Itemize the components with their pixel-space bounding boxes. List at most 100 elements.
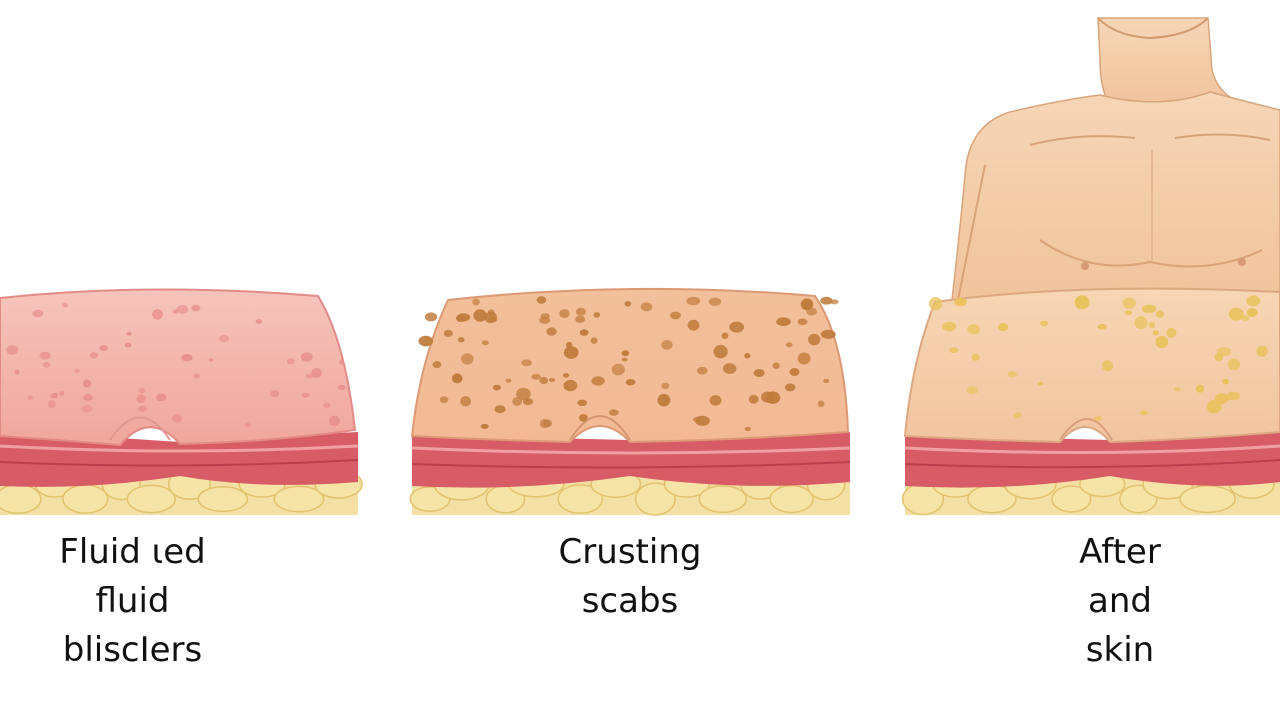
skin-lesion xyxy=(772,362,780,370)
dermis-stripe xyxy=(411,461,851,469)
skin-lesion xyxy=(954,297,967,307)
caption-line: skin xyxy=(1085,630,1155,670)
skin-lesion xyxy=(942,321,957,332)
skin-lesion xyxy=(480,423,489,429)
skin-lesion xyxy=(624,301,632,307)
skin-lesion xyxy=(709,395,722,406)
skin-panel-healed xyxy=(901,287,1280,516)
skin-lesion xyxy=(548,378,556,382)
skin-lesion xyxy=(661,340,673,350)
skin-lesion xyxy=(286,358,295,365)
skin-lesion xyxy=(776,317,791,327)
skin-lesion xyxy=(1195,384,1205,393)
fat-cell xyxy=(557,484,604,514)
skin-lesion xyxy=(192,373,200,379)
skin-lesion xyxy=(539,418,550,429)
skin-lesion xyxy=(270,390,280,397)
skin-lesion xyxy=(1214,353,1224,362)
skin-lesion xyxy=(1246,295,1261,307)
fat-cell xyxy=(126,484,176,514)
skin-lesion xyxy=(473,309,487,322)
skin-lesion xyxy=(820,329,836,339)
skin-lesion xyxy=(328,415,340,427)
skin-lesion xyxy=(1134,316,1148,329)
skin-lesion xyxy=(481,340,489,346)
skin-lesion xyxy=(451,373,463,384)
skin-lesion xyxy=(300,352,313,362)
caption-line: After xyxy=(1079,532,1161,572)
scab-lesions xyxy=(418,296,839,431)
skin-lesion xyxy=(820,296,833,305)
caption-line: Crusting xyxy=(558,532,702,572)
skin-lesion xyxy=(6,345,19,355)
skin-lesion xyxy=(14,369,20,375)
dermis-stripe xyxy=(904,444,1280,455)
skin-lesion xyxy=(1007,371,1017,378)
shoulders-chest xyxy=(951,91,1280,301)
skin-lesion xyxy=(608,409,619,416)
caption-line: scabs xyxy=(581,581,679,621)
skin-lesion xyxy=(1166,327,1177,338)
caption-line: and xyxy=(1088,581,1152,621)
dermis-layer xyxy=(905,430,1280,488)
skin-lesion xyxy=(971,353,980,361)
skin-lesion xyxy=(1256,345,1268,357)
skin-lesion xyxy=(47,400,57,409)
pectoral-line xyxy=(1039,239,1263,268)
skin-lesion xyxy=(531,373,541,380)
skin-lesion xyxy=(808,333,821,346)
skin-panel-blisters xyxy=(0,288,363,515)
skin-lesion xyxy=(729,321,745,333)
skin-lesion xyxy=(928,296,943,311)
skin-lesion xyxy=(621,350,630,357)
skin-lesion xyxy=(563,379,578,392)
skin-lesion xyxy=(337,384,346,391)
skin-lesion xyxy=(136,394,146,404)
skin-lesion xyxy=(1222,378,1229,385)
skin-lesion xyxy=(1174,386,1181,392)
skin-lesion xyxy=(593,312,601,318)
skin-lesion xyxy=(1013,412,1022,419)
skin-lesion xyxy=(244,422,251,428)
skin-lesion xyxy=(1155,335,1169,349)
skin-lesion xyxy=(323,402,331,409)
skin-lesion xyxy=(579,414,588,422)
skin-lesion xyxy=(516,387,531,401)
skin-lesion xyxy=(311,367,322,379)
skin-lesion xyxy=(124,342,132,348)
skin-lesion xyxy=(1155,310,1165,318)
skin-lesion xyxy=(949,347,959,354)
skin-lesion xyxy=(1226,391,1240,401)
neck xyxy=(1097,17,1246,106)
skin-lesion xyxy=(536,296,547,304)
skin-lesion xyxy=(494,405,506,414)
collarbone-right xyxy=(1174,133,1271,141)
skin-lesion xyxy=(83,394,93,401)
skin-lesion xyxy=(74,368,80,374)
skin-panel-crusting xyxy=(409,287,851,516)
skin-lesion xyxy=(443,329,453,337)
dermis-layer xyxy=(412,432,850,488)
skin-lesion xyxy=(559,309,570,319)
skin-lesion xyxy=(339,359,345,365)
skin-lesion xyxy=(563,346,579,359)
dermis-layer xyxy=(0,430,358,487)
skin-lesion xyxy=(27,395,33,400)
skin-lesion xyxy=(156,393,167,402)
skin-lesion xyxy=(152,309,163,320)
skin-lesion xyxy=(817,400,825,408)
skin-lesion xyxy=(967,324,981,335)
skin-lesion xyxy=(590,337,598,344)
skin-lesion xyxy=(789,368,800,376)
skin-lesion xyxy=(305,373,314,379)
skin-lesion xyxy=(81,405,93,413)
skin-lesion xyxy=(1040,320,1049,327)
fat-cell xyxy=(698,484,748,514)
skin-lesion xyxy=(512,397,523,406)
skin-lesion xyxy=(785,342,793,348)
fat-cell xyxy=(273,485,325,513)
collarbone-left xyxy=(1029,135,1136,146)
skin-lesion xyxy=(744,426,751,431)
skin-lesion xyxy=(137,405,148,412)
fat-cell xyxy=(1179,484,1236,514)
